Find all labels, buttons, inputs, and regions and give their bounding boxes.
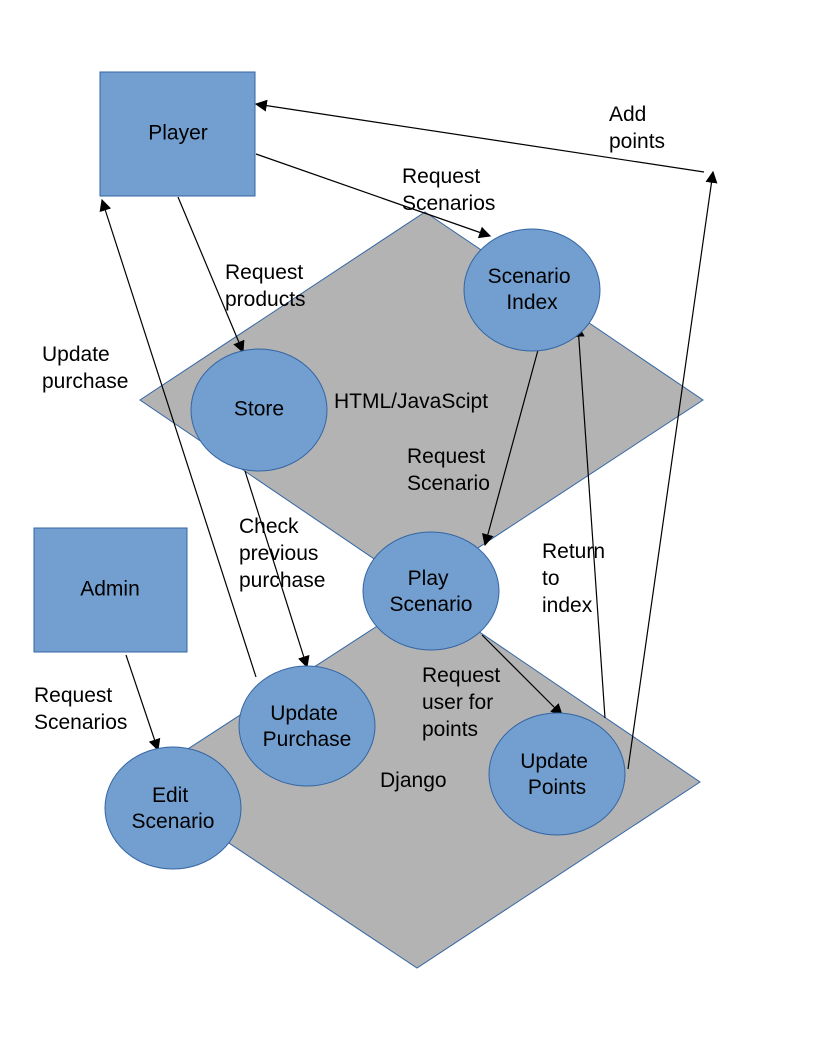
scenario-index-label: Scenario Index [488,265,577,314]
edge-return-to-index [572,324,606,719]
store-node [190,348,328,472]
edge-add-points [254,99,705,173]
update-purchase-label: Update Purchase [263,702,352,751]
admin-node [33,527,188,653]
play-scenario-node [362,531,500,651]
scenario-index-node [463,228,601,352]
edge-update-purchase [99,198,257,678]
store-label: Store [234,398,284,421]
add-points-label: Add points [609,103,665,153]
update-points-label: Update Points [520,750,594,799]
frontend-layer-label: HTML/JavaScipt [334,390,488,413]
edge-request-user-for-points [481,634,563,716]
edge-request-scenario [482,349,539,547]
request-scenarios-admin-label: Request Scenarios [34,684,127,734]
edge-check-previous-purchase [244,470,310,669]
request-scenario-label: Request Scenario [407,445,491,495]
request-products-label: Request products [225,261,309,311]
edge-add-points-source [627,170,718,770]
admin-label: Admin [80,578,140,601]
play-scenario-label: Play Scenario [390,567,473,616]
backend-layer [136,594,701,969]
request-scenarios-player-label: Request Scenarios [402,165,495,215]
edge-request-products [177,196,245,354]
player-label: Player [148,122,208,145]
backend-layer-label: Django [380,769,447,792]
update-points-node [488,712,626,836]
check-previous-purchase-label: Check previous purchase [239,515,325,592]
edge-request-scenarios-admin [125,654,161,752]
edge-request-scenarios-player [255,153,492,239]
request-user-for-points-label: Request user for points [422,664,506,741]
return-to-index-label: Return to index [542,540,611,617]
update-purchase-node [238,665,376,787]
update-purchase-edge-label: Update purchase [42,343,128,393]
edit-scenario-label: Edit Scenario [132,784,215,833]
edit-scenario-node [104,746,242,870]
player-node [99,71,256,197]
